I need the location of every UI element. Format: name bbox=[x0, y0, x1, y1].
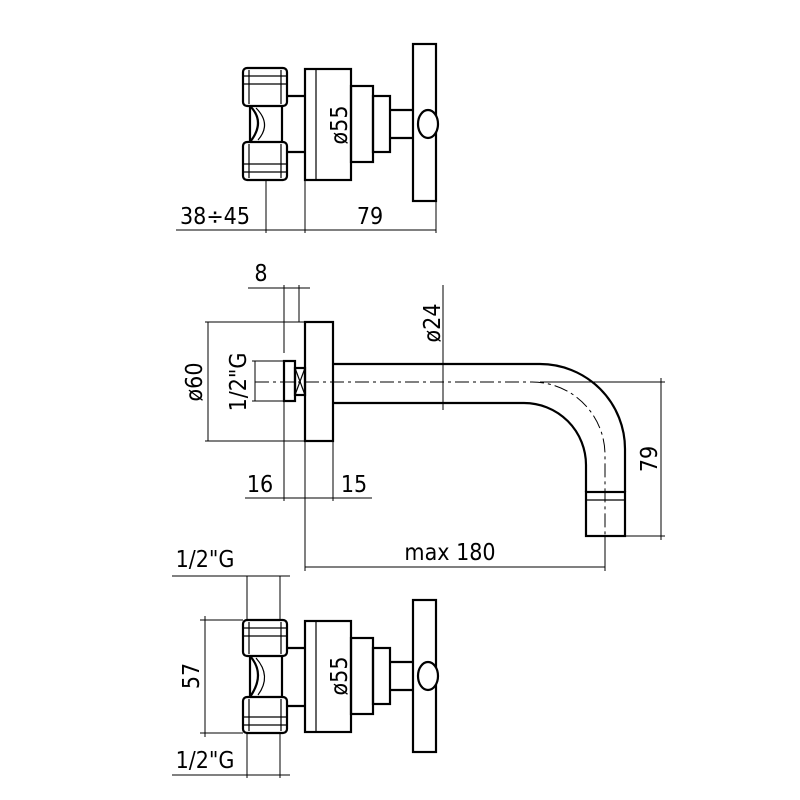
bottom-valve-height-dimension: 57 bbox=[179, 663, 205, 689]
top-valve-diameter-label: ø55 bbox=[327, 106, 353, 145]
bottom-valve-diameter-label: ø55 bbox=[327, 657, 353, 696]
spout-tube-diameter-label: ø24 bbox=[420, 304, 446, 343]
spout-plate-diameter-label: ø60 bbox=[182, 363, 208, 402]
spout-thread-label: 1/2"G bbox=[226, 353, 252, 412]
bottom-valve-thread-bottom-label: 1/2"G bbox=[176, 748, 235, 774]
bottom-valve-upper-nut bbox=[241, 618, 289, 658]
spout: 8 ø60 1/2"G ø24 79 bbox=[182, 261, 665, 571]
spout-connector-nut bbox=[282, 359, 297, 403]
top-valve-upper-nut bbox=[241, 66, 289, 108]
spout-length-dimension: max 180 bbox=[404, 540, 495, 566]
spout-left-dimension: 16 bbox=[247, 472, 273, 498]
spout-plate-thickness-dimension: 8 bbox=[254, 261, 267, 287]
bottom-valve-lower-nut bbox=[241, 695, 289, 735]
top-valve-wall-range-dimension: 38÷45 bbox=[180, 204, 250, 230]
top-valve: ø55 38÷45 79 bbox=[176, 42, 440, 233]
bottom-valve: 1/2"G ø55 57 bbox=[172, 547, 440, 778]
bottom-valve-thread-top-label: 1/2"G bbox=[176, 547, 235, 573]
top-valve-lower-nut bbox=[241, 140, 289, 182]
spout-right-dimension: 15 bbox=[341, 472, 367, 498]
top-valve-depth-dimension: 79 bbox=[357, 204, 383, 230]
spout-height-dimension: 79 bbox=[637, 446, 663, 472]
